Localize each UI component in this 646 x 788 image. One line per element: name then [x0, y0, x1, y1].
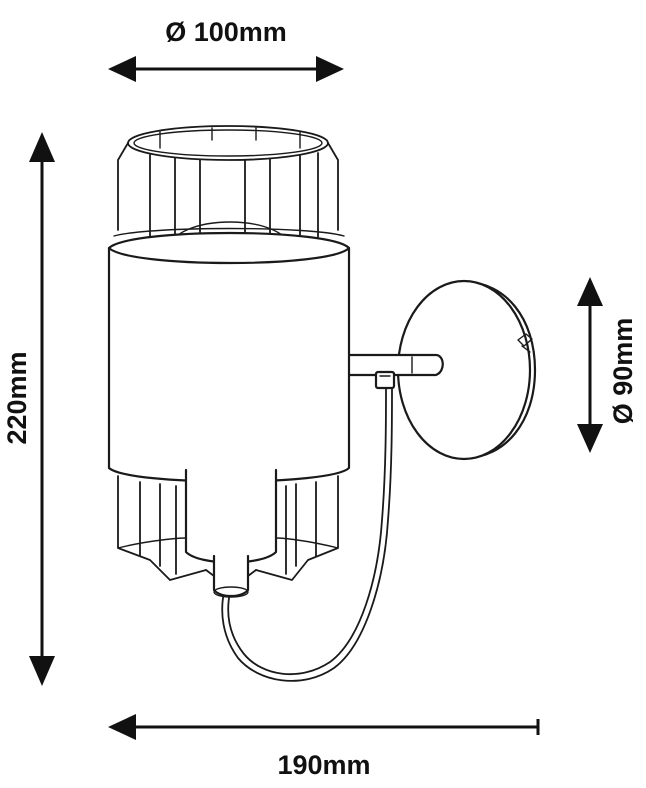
height-arrow-top: [29, 132, 55, 162]
depth-label: 190mm: [277, 750, 370, 780]
upper-wire-cage: [117, 125, 339, 245]
lamp-arm: [338, 353, 444, 390]
wall-base-plate: [396, 279, 537, 461]
base-diameter-dimension: Ø 90mm: [577, 277, 638, 453]
shade-diameter-label: Ø 100mm: [165, 17, 287, 47]
shade-diameter-arrow-right: [316, 56, 344, 82]
height-label: 220mm: [2, 351, 32, 444]
height-dimension: 220mm: [2, 132, 55, 686]
base-diameter-label: Ø 90mm: [608, 318, 638, 425]
base-diameter-arrow-bottom: [577, 424, 603, 453]
power-cable: [221, 387, 393, 682]
base-diameter-arrow-top: [577, 277, 603, 306]
depth-dimension: 190mm: [108, 714, 540, 780]
lower-wire-cage: [117, 475, 339, 581]
shade-diameter-dimension: Ø 100mm: [108, 17, 344, 82]
lamp-socket: [184, 468, 278, 598]
depth-arrow-left: [108, 714, 136, 740]
height-arrow-bottom: [29, 656, 55, 686]
shade-diameter-arrow-left: [108, 56, 136, 82]
fabric-shade: [107, 227, 351, 483]
wall-lamp-illustration: [107, 125, 537, 682]
